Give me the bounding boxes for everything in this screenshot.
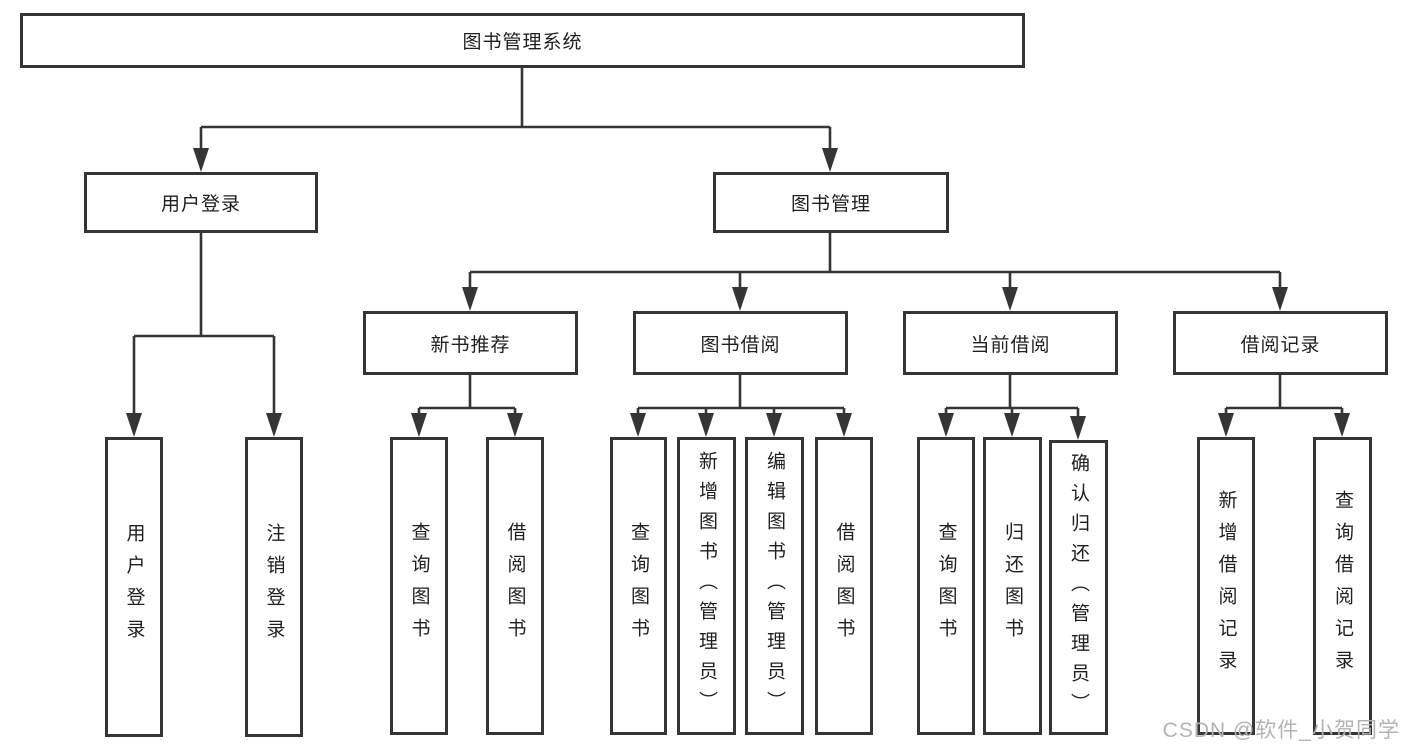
leaf-query-books-borrowing: 查询图书 — [610, 437, 667, 735]
leaf-confirm-return-admin: 确认归还（管理员） — [1049, 440, 1108, 735]
leaf-query-books-current: 查询图书 — [917, 437, 975, 735]
node-book-management: 图书管理 — [713, 172, 949, 233]
leaf-query-borrow-record: 查询借阅记录 — [1313, 437, 1372, 735]
leaf-add-books-admin: 新增图书（管理员） — [677, 437, 736, 735]
leaf-borrow-books-recommend: 借阅图书 — [486, 437, 544, 735]
node-book-borrowing: 图书借阅 — [633, 311, 848, 375]
leaf-borrow-books-borrowing: 借阅图书 — [815, 437, 873, 735]
csdn-watermark: CSDN @软件_小贺同学 — [1162, 719, 1400, 742]
node-user-login: 用户登录 — [84, 172, 318, 233]
leaf-add-borrow-record: 新增借阅记录 — [1197, 437, 1255, 735]
leaf-edit-books-admin: 编辑图书（管理员） — [745, 437, 804, 735]
leaf-query-books-recommend: 查询图书 — [390, 437, 448, 735]
leaf-user-login: 用户登录 — [105, 437, 163, 737]
node-new-book-recommend: 新书推荐 — [363, 311, 578, 375]
node-borrowing-records: 借阅记录 — [1173, 311, 1388, 375]
leaf-return-books: 归还图书 — [983, 437, 1042, 735]
leaf-logout: 注销登录 — [245, 437, 303, 737]
node-root: 图书管理系统 — [20, 13, 1025, 68]
node-current-borrowing: 当前借阅 — [903, 311, 1118, 375]
